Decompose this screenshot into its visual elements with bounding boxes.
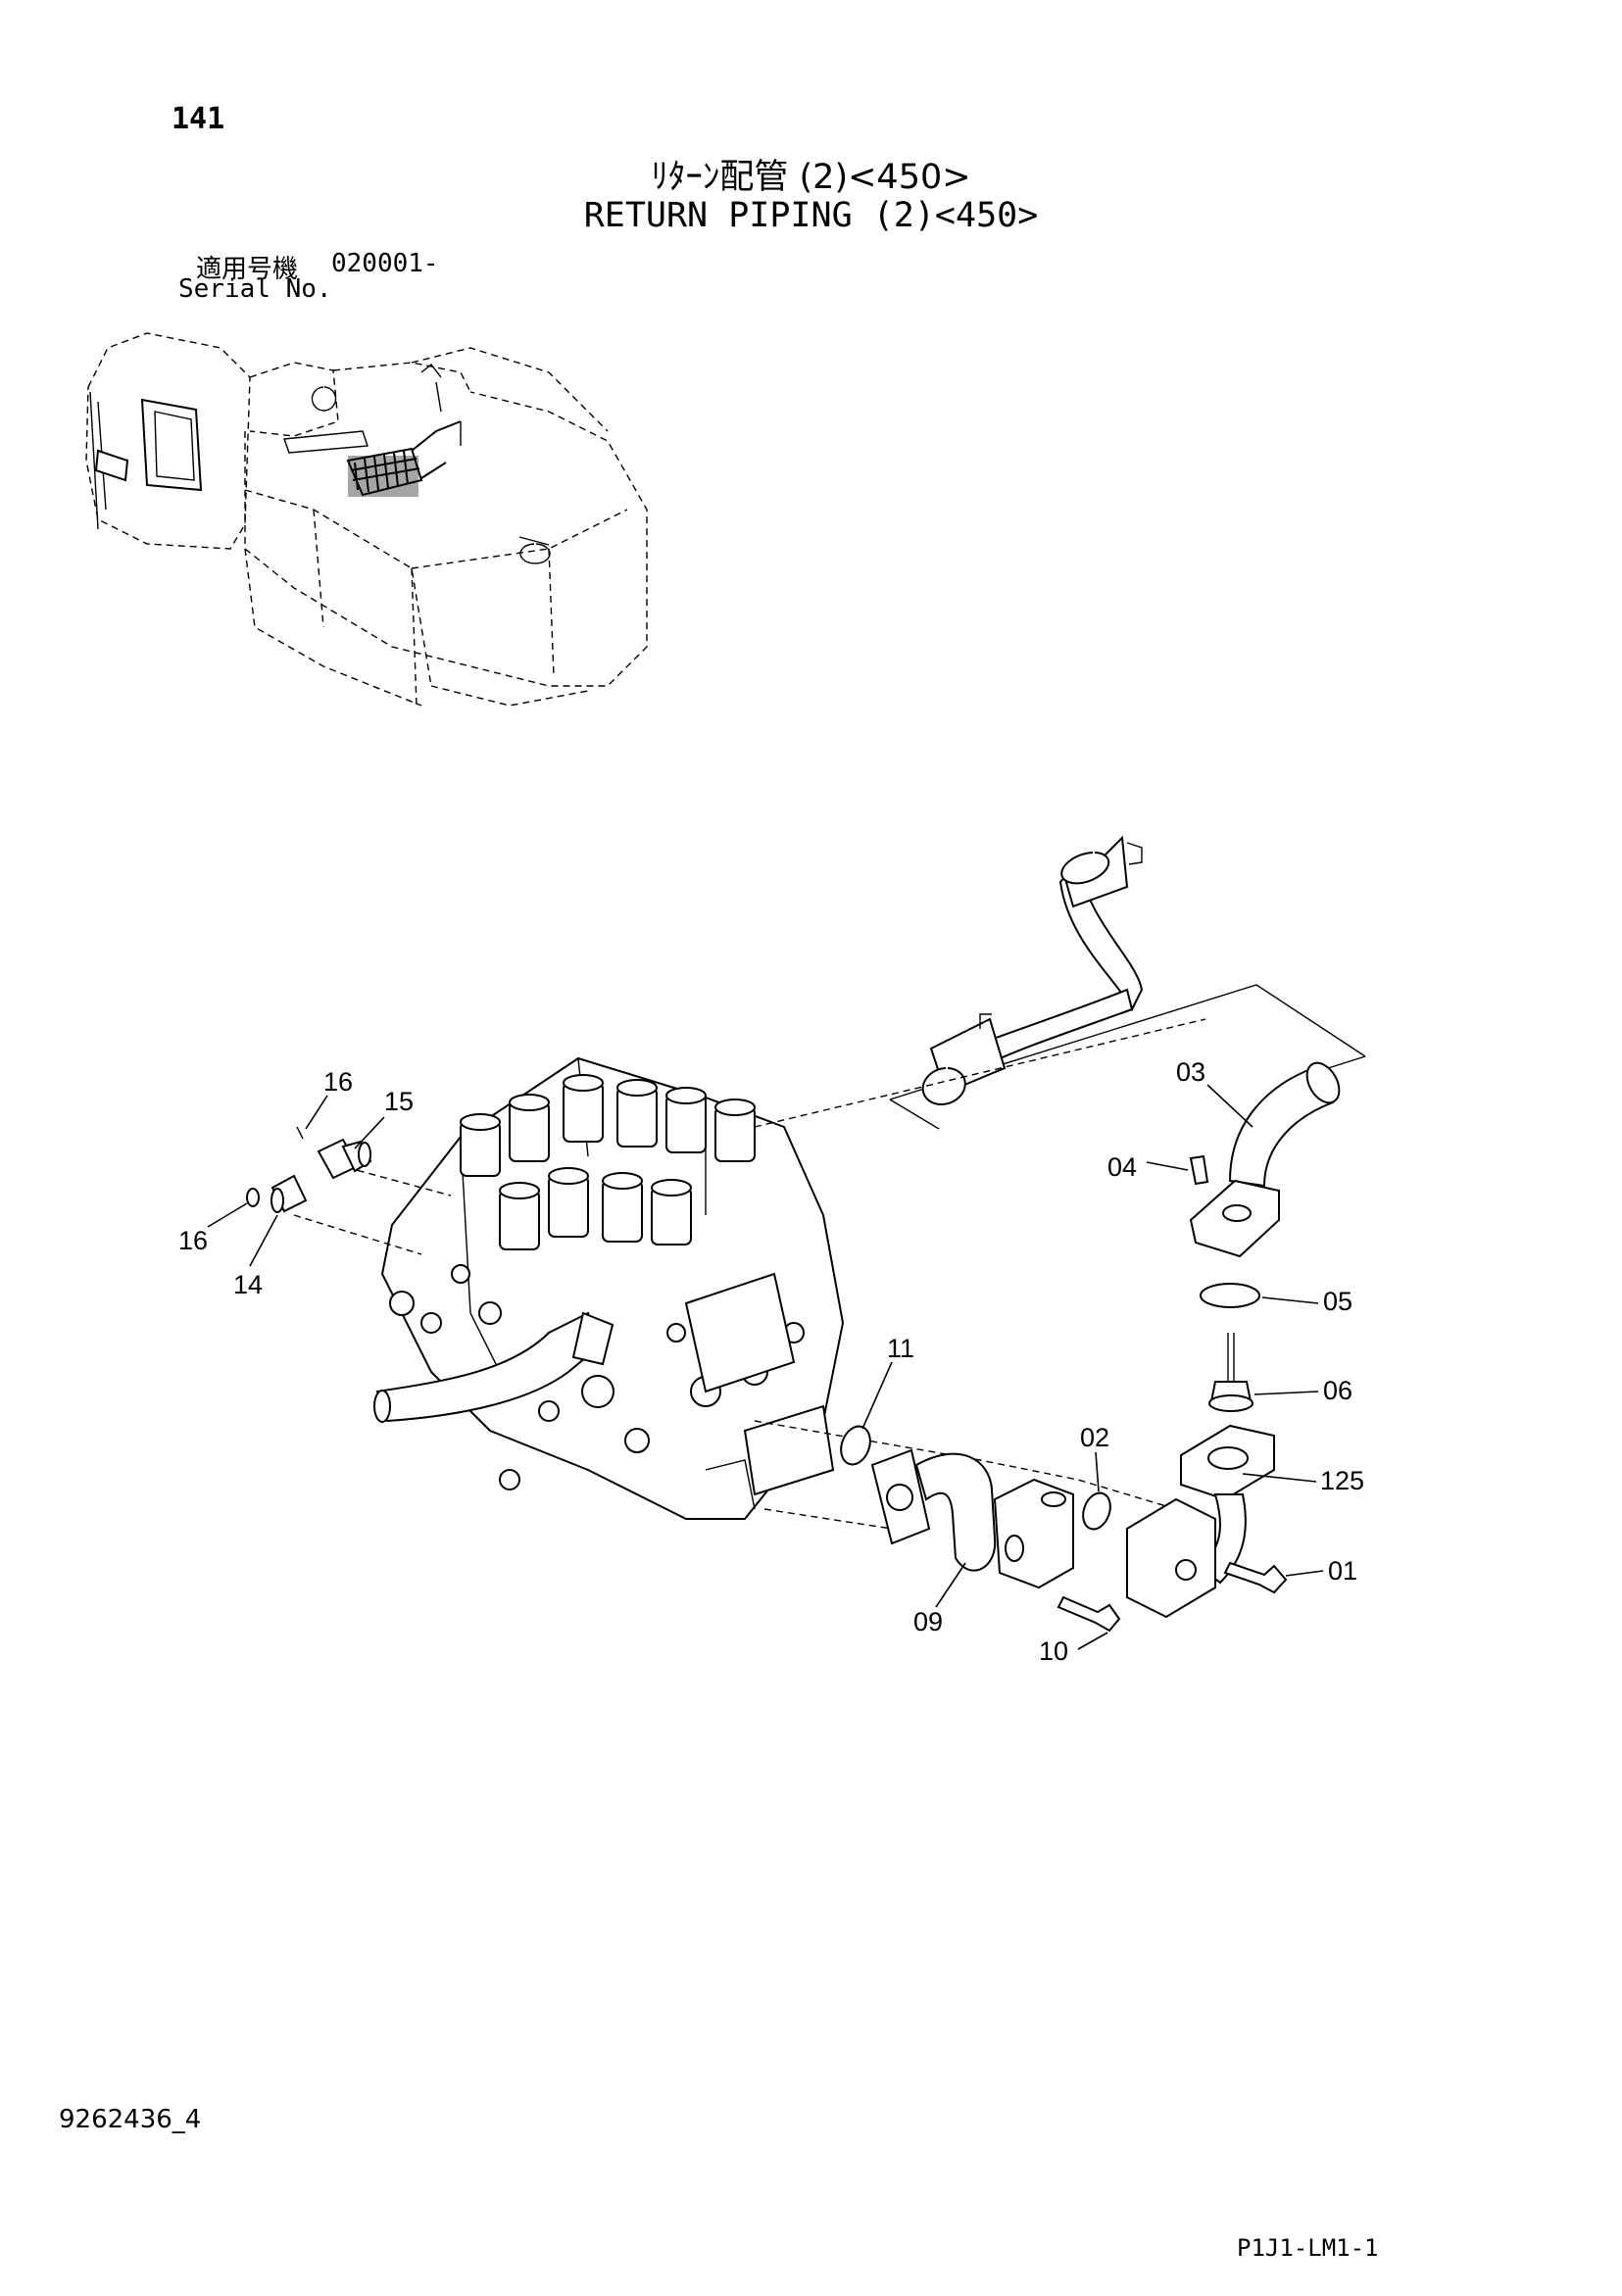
serial-number-value: 020001- [331,249,439,278]
callout-11: 11 [887,1334,914,1363]
callout-04: 04 [1107,1152,1137,1182]
document-number: 9262436_4 [59,2105,202,2134]
callout-01: 01 [1328,1556,1357,1586]
callout-15: 15 [384,1087,414,1116]
part-15-sensor [317,1138,372,1180]
callout-06: 06 [1323,1376,1352,1405]
part-10-bolt [1057,1595,1121,1633]
callout-16-top: 16 [323,1067,353,1097]
callout-05: 05 [1323,1287,1352,1316]
serial-label-english: Serial No. [178,274,332,304]
part-09-pipe-assembly [870,1448,1074,1589]
return-pipe-reference-illustration [889,835,1366,1130]
part-16-oring-b [246,1188,260,1207]
callout-16-left: 16 [178,1226,208,1255]
callout-09: 09 [913,1607,943,1637]
part-11-oring [840,1425,871,1466]
callout-10: 10 [1039,1637,1068,1666]
part-01-bolt [1223,1561,1288,1594]
part-16-oring-a [296,1126,304,1140]
part-05-oring [1200,1283,1260,1308]
callout-02: 02 [1080,1423,1109,1452]
title-english: RETURN PIPING (2)<450> [583,196,1039,235]
title-japanese: ﾘﾀｰﾝ配管 (2)<450> [651,158,971,197]
excavator-overview-illustration [85,332,648,707]
serial-label-japanese: 適用号機 [196,255,299,284]
part-03-hose-elbow [1189,1061,1341,1258]
page-number: 141 [172,102,225,136]
callout-14: 14 [233,1270,263,1299]
assembly-leader-lines [293,1018,1206,1530]
callout-125: 125 [1320,1466,1364,1495]
part-04-bolt [1189,1154,1209,1186]
callout-labels: 16 15 16 14 03 04 05 06 11 02 125 01 09 … [178,1057,1364,1666]
part-06-sensor [1208,1333,1253,1412]
part-14-plug [270,1174,308,1213]
callout-03: 03 [1176,1057,1205,1087]
callout-leaders [207,1084,1324,1650]
sheet-code: P1J1-LM1-1 [1237,2234,1379,2262]
part-125-block [1126,1497,1216,1619]
part-02-oring [1082,1491,1111,1531]
control-valve-block [373,1056,845,1520]
